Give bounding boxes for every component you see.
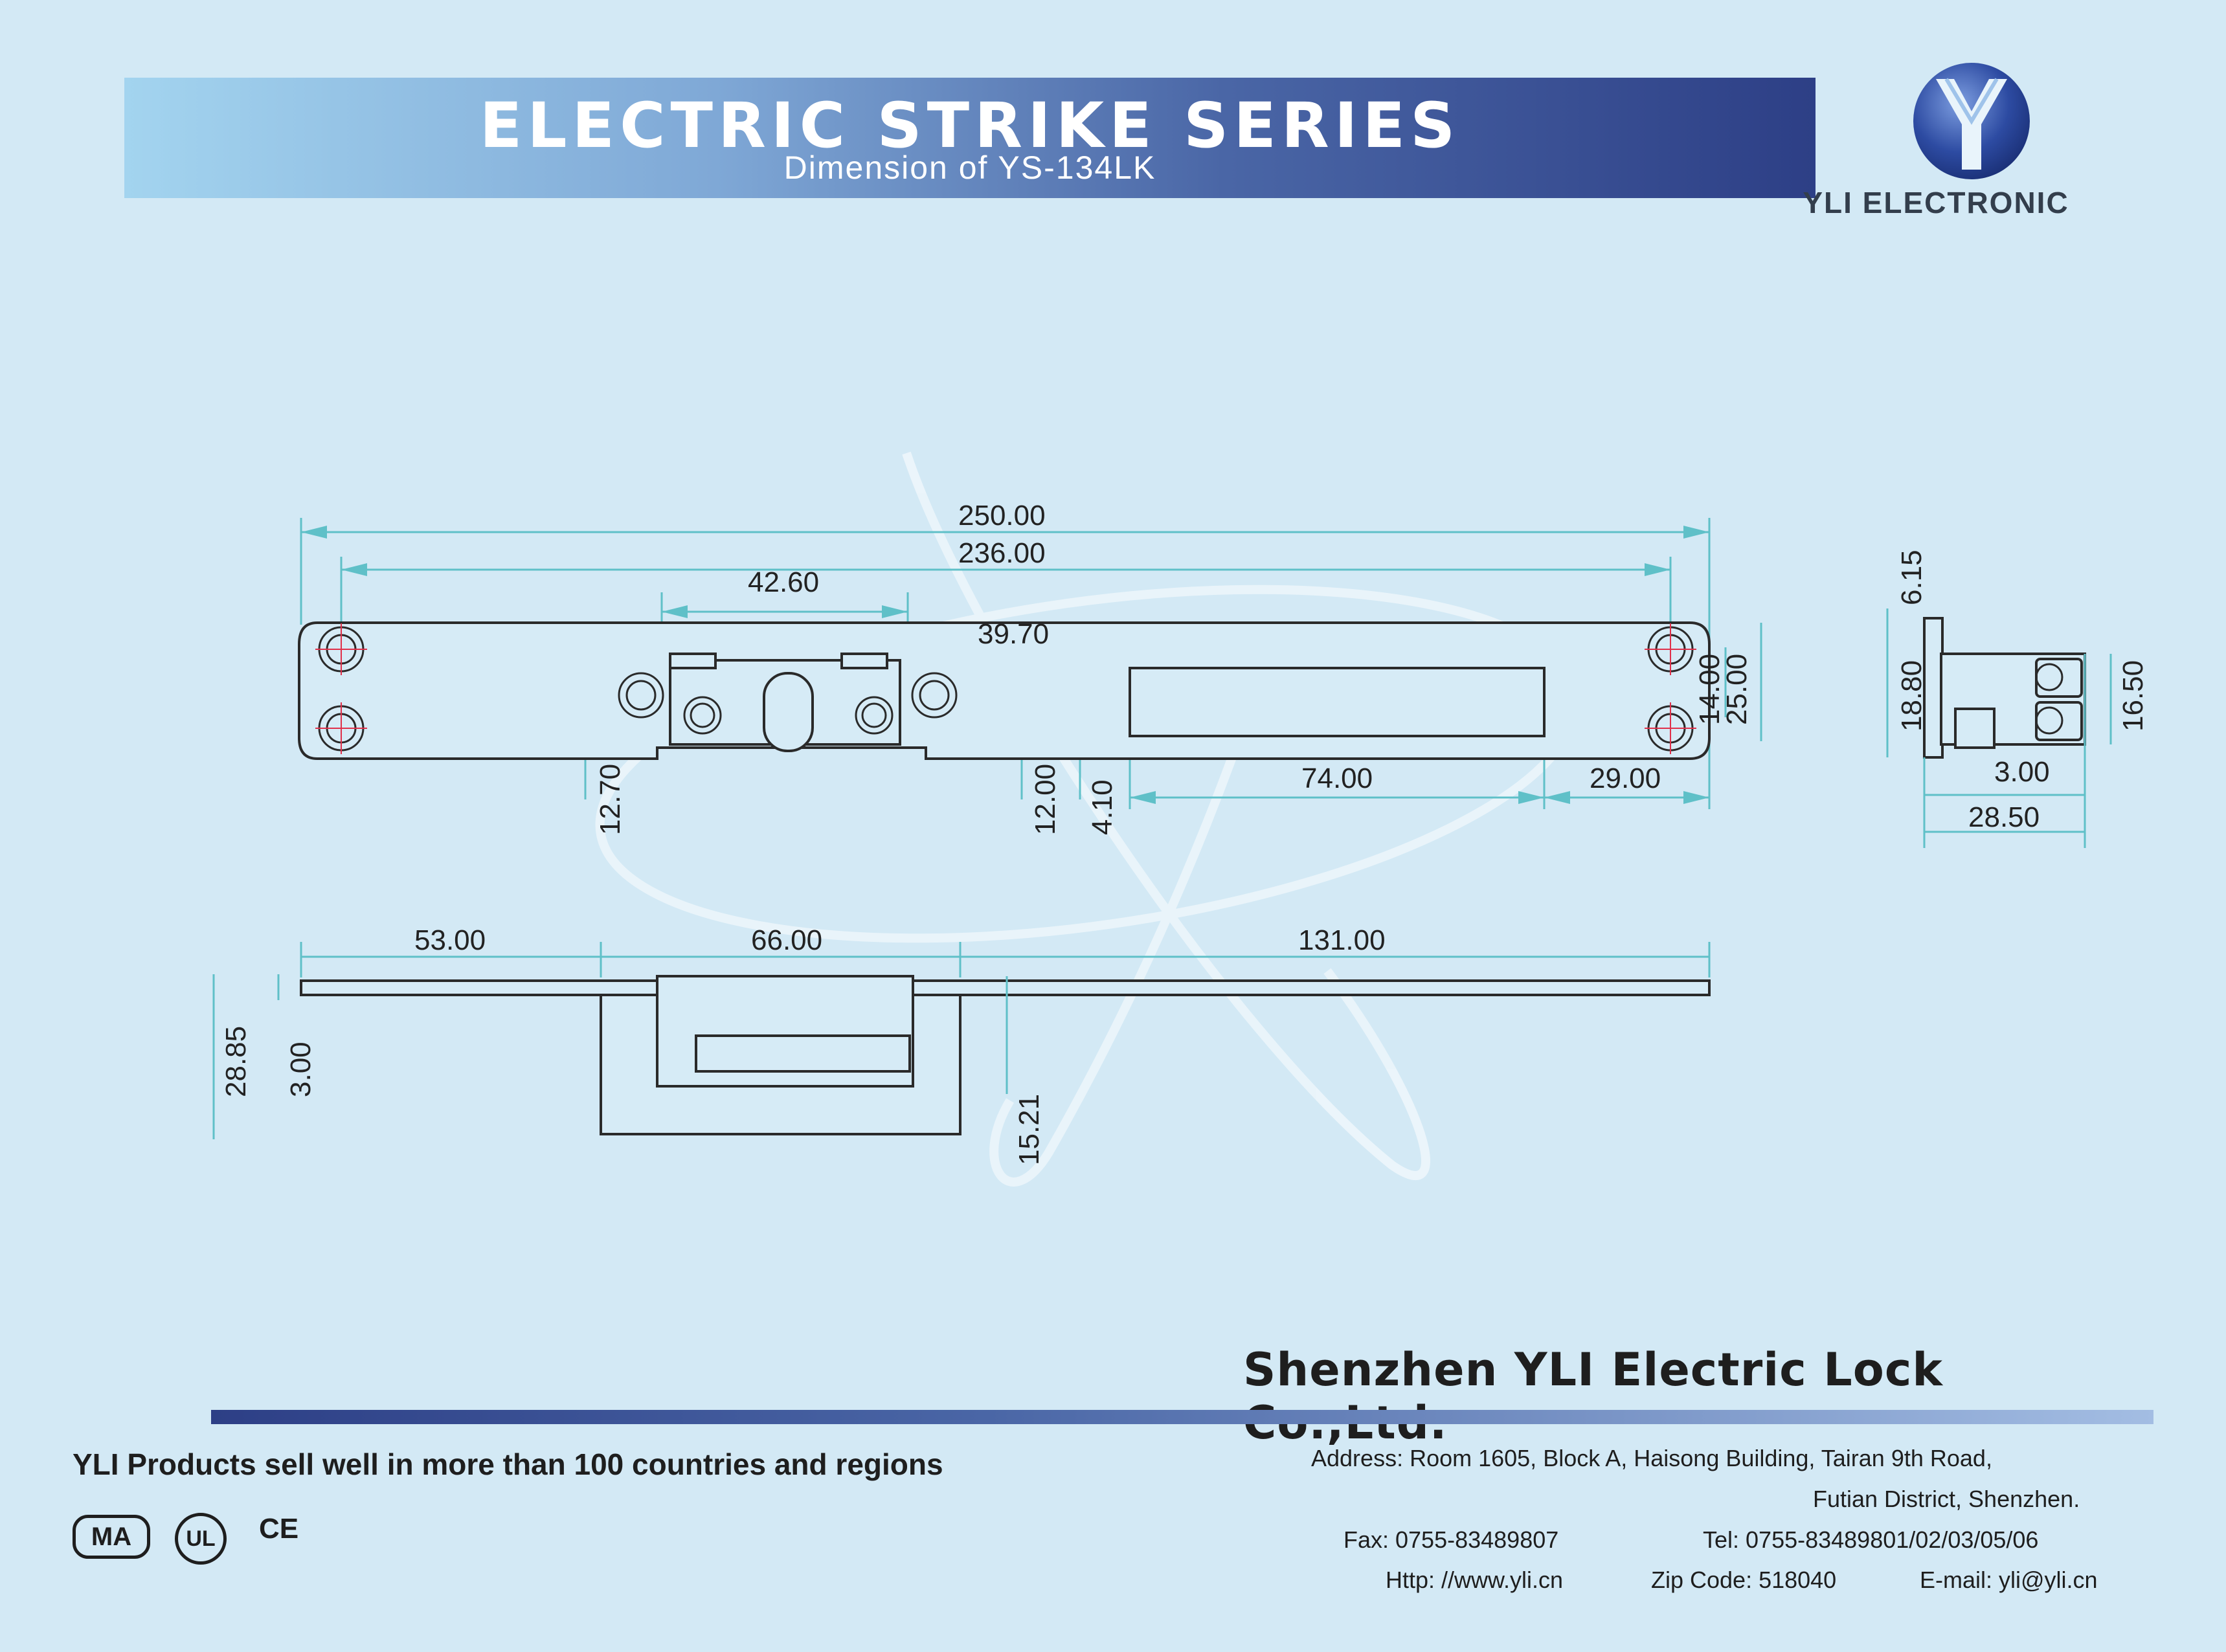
dim-strike-depth: 12.70 bbox=[594, 763, 626, 835]
brand-name: YLI ELECTRONIC bbox=[1803, 186, 2069, 219]
dim-offset: 39.70 bbox=[978, 618, 1050, 650]
slogan: YLI Products sell well in more than 100 … bbox=[73, 1447, 943, 1481]
dim-front-53: 53.00 bbox=[414, 924, 486, 956]
dim-slot-length: 74.00 bbox=[1301, 763, 1373, 794]
address-line-1: Address: Room 1605, Block A, Haisong Bui… bbox=[1311, 1445, 1992, 1471]
footer-divider bbox=[211, 1410, 2153, 1424]
dim-front-height: 28.85 bbox=[220, 1025, 252, 1097]
dim-front-body: 15.21 bbox=[1013, 1093, 1045, 1165]
dim-slot-height: 12.00 bbox=[1029, 763, 1061, 835]
email: E-mail: yli@yli.cn bbox=[1920, 1567, 2098, 1593]
dim-front-131: 131.00 bbox=[1298, 924, 1386, 956]
ce-mark: CE bbox=[259, 1513, 299, 1545]
telephone: Tel: 0755-83489801/02/03/05/06 bbox=[1703, 1526, 2039, 1553]
dim-hole-spacing: 236.00 bbox=[958, 537, 1046, 569]
zip-code: Zip Code: 518040 bbox=[1651, 1567, 1837, 1593]
company-name: Shenzhen YLI Electric Lock Co.,Ltd. bbox=[1243, 1343, 1943, 1449]
address-line-2: Futian District, Shenzhen. bbox=[1813, 1486, 2080, 1512]
dim-front-plate: 3.00 bbox=[285, 1042, 317, 1097]
dim-strike-width: 42.60 bbox=[748, 566, 820, 598]
header-banner: ELECTRIC STRIKE SERIES Dimension of YS-1… bbox=[124, 78, 1816, 198]
dim-side-top: 6.15 bbox=[1896, 550, 1928, 605]
dim-front-66: 66.00 bbox=[751, 924, 823, 956]
dim-side-3: 3.00 bbox=[1994, 756, 2050, 788]
ul-mark: UL bbox=[175, 1513, 227, 1565]
dim-side-depth: 28.50 bbox=[1968, 801, 2040, 833]
page-title: ELECTRIC STRIKE SERIES bbox=[479, 89, 1461, 162]
dim-overall-length: 250.00 bbox=[958, 500, 1046, 531]
dim-inner-height: 14.00 bbox=[1694, 653, 1726, 725]
dim-side-height: 18.80 bbox=[1896, 660, 1928, 731]
dim-side-body: 16.50 bbox=[2117, 660, 2149, 731]
website: Http: //www.yli.cn bbox=[1386, 1567, 1564, 1593]
yli-logo-icon bbox=[1913, 63, 2030, 179]
page-subtitle: Dimension of YS-134LK bbox=[783, 150, 1156, 186]
dim-slot-gap: 4.10 bbox=[1086, 779, 1118, 835]
cma-mark: MA bbox=[73, 1515, 150, 1559]
fax: Fax: 0755-83489807 bbox=[1343, 1526, 1559, 1553]
dim-slot-edge: 29.00 bbox=[1590, 763, 1661, 794]
